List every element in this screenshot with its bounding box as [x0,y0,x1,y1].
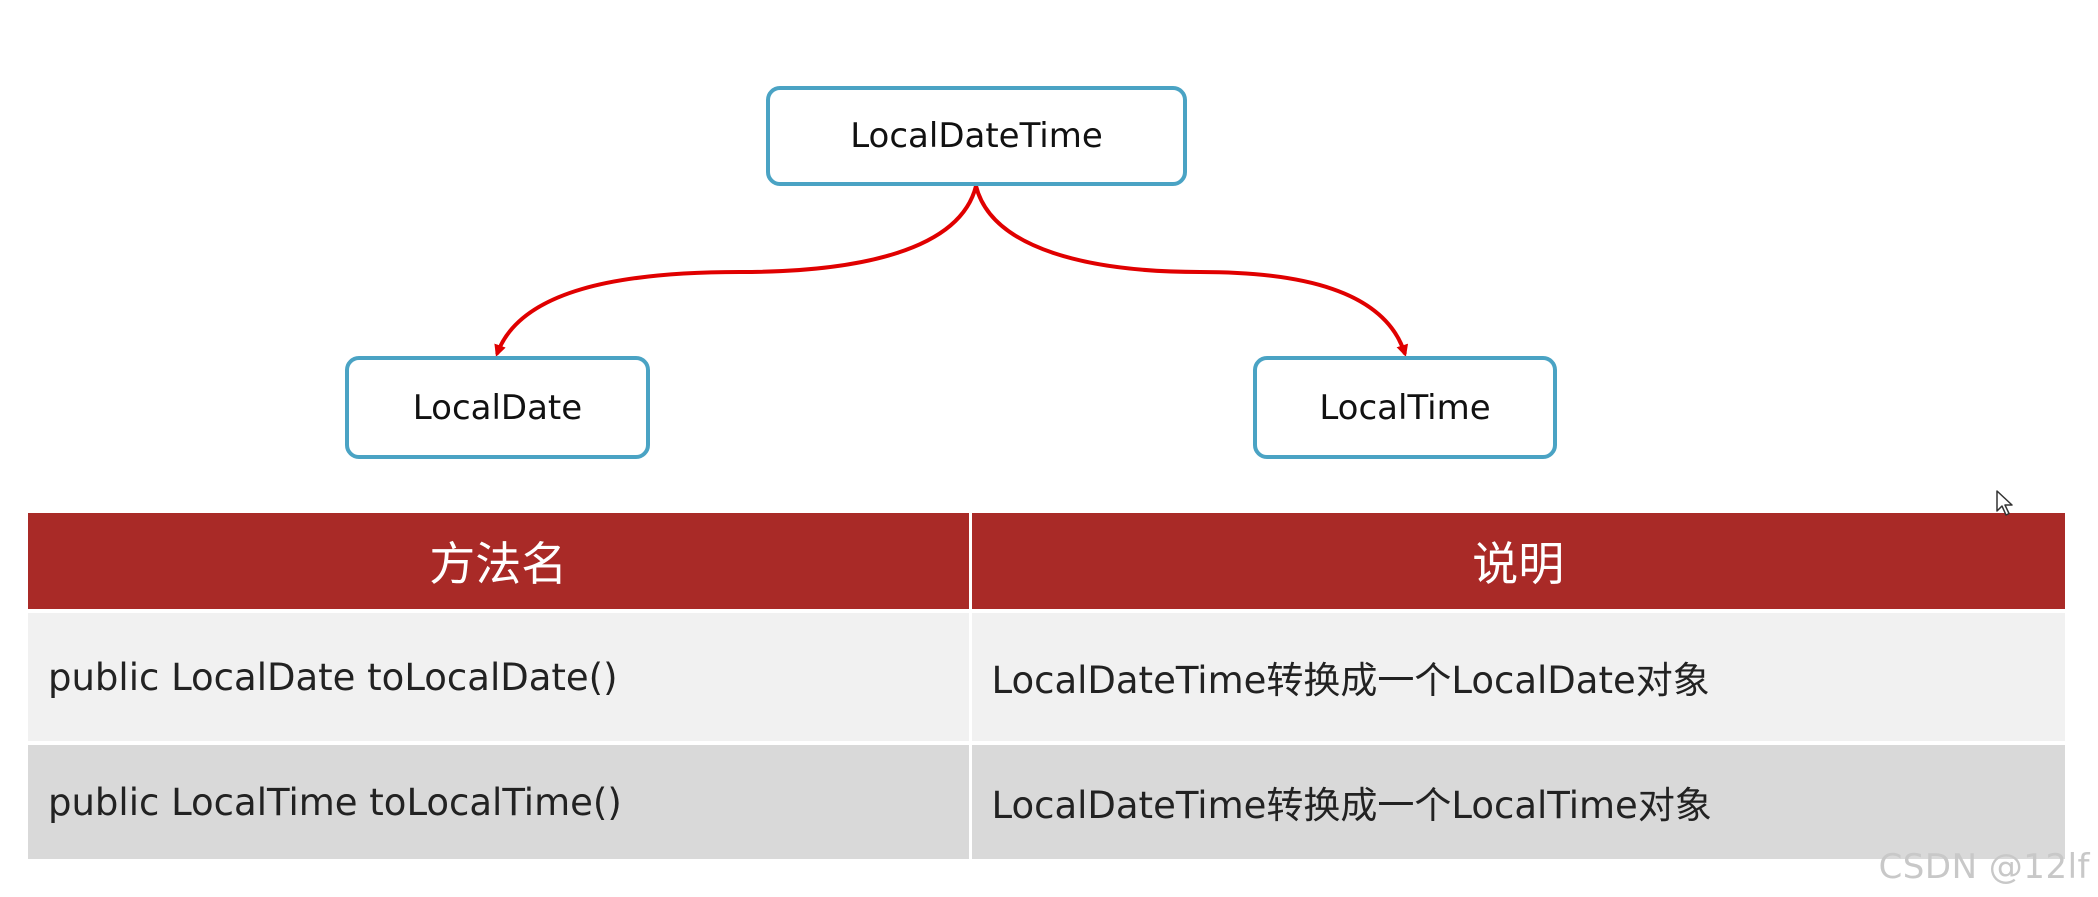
method-cell: public LocalDate toLocalDate() [28,611,972,745]
table-header-row: 方法名 说明 [28,513,2065,613]
method-cell: public LocalTime toLocalTime() [28,743,972,863]
header-description: 说明 [970,513,2065,613]
description-cell: LocalDateTime转换成一个LocalDate对象 [970,611,2065,745]
table-row: public LocalDate toLocalDate() LocalDate… [28,611,2065,745]
mouse-pointer-icon [1996,490,2013,516]
node-localdate: LocalDate [345,356,650,459]
table-row: public LocalTime toLocalTime() LocalDate… [28,743,2065,863]
methods-table: 方法名 说明 public LocalDate toLocalDate() Lo… [28,513,2065,863]
arrow-to-localdate [494,185,978,357]
arrow-to-localtime [974,185,1409,357]
description-cell: LocalDateTime转换成一个LocalTime对象 [970,743,2065,863]
class-diagram [494,185,1409,357]
watermark: CSDN @12lf [1878,847,2090,887]
node-localdatetime: LocalDateTime [766,86,1187,186]
header-method-name: 方法名 [28,513,972,613]
node-localtime: LocalTime [1253,356,1557,459]
